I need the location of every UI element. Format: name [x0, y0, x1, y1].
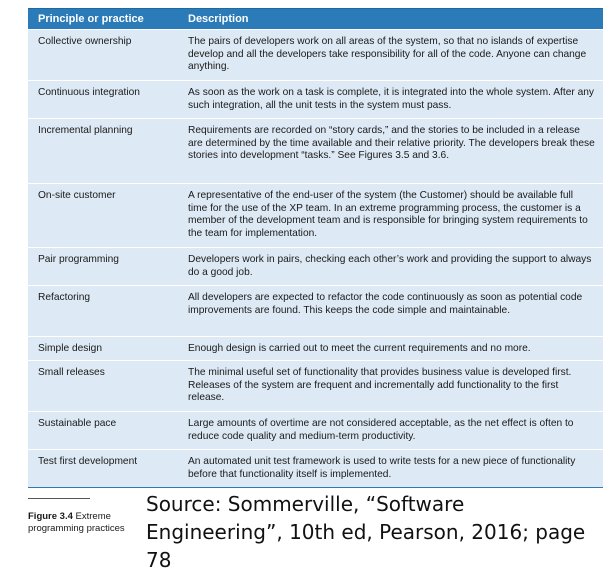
principle-cell: Test first development: [38, 456, 138, 467]
xp-practices-table: Principle or practice Description Collec…: [28, 8, 603, 488]
table-row: Simple design Enough design is carried o…: [28, 336, 603, 360]
table-bottom-rule: [28, 487, 603, 488]
table-row: Pair programming Developers work in pair…: [28, 247, 603, 285]
principle-cell: Continuous integration: [38, 87, 140, 98]
figure-caption: Figure 3.4 Extreme programming practices: [28, 498, 136, 535]
table-row: Refactoring All developers are expected …: [28, 285, 603, 336]
principle-cell: Refactoring: [38, 292, 91, 303]
table-row: Test first development An automated unit…: [28, 449, 603, 487]
table-row: Continuous integration As soon as the wo…: [28, 80, 603, 118]
principle-cell: Pair programming: [38, 254, 119, 265]
description-cell: A representative of the end-user of the …: [188, 190, 588, 239]
description-cell: All developers are expected to refactor …: [188, 292, 583, 316]
description-cell: Enough design is carried out to meet the…: [188, 343, 531, 354]
description-cell: Large amounts of overtime are not consid…: [188, 418, 574, 442]
description-cell: An automated unit test framework is used…: [188, 456, 576, 480]
principle-cell: Incremental planning: [38, 125, 133, 136]
figure-number: Figure 3.4: [28, 511, 73, 522]
table-row: On-site customer A representative of the…: [28, 183, 603, 247]
header-description: Description: [188, 13, 249, 25]
description-cell: As soon as the work on a task is complet…: [188, 87, 595, 111]
principle-cell: Sustainable pace: [38, 418, 117, 429]
table-body: Collective ownership The pairs of develo…: [28, 29, 603, 487]
figure-caption-text: Extreme programming practices: [28, 511, 125, 534]
principle-cell: On-site customer: [38, 190, 116, 201]
table-header: Principle or practice Description: [28, 8, 603, 29]
principle-cell: Collective ownership: [38, 36, 132, 47]
caption-rule: [28, 498, 90, 499]
header-principle: Principle or practice: [38, 13, 144, 25]
table-row: Small releases The minimal useful set of…: [28, 360, 603, 411]
description-cell: Requirements are recorded on “story card…: [188, 125, 595, 162]
principle-cell: Simple design: [38, 343, 102, 354]
principle-cell: Small releases: [38, 367, 105, 378]
table-row: Sustainable pace Large amounts of overti…: [28, 411, 603, 449]
description-cell: The minimal useful set of functionality …: [188, 367, 572, 404]
table-row: Collective ownership The pairs of develo…: [28, 29, 603, 80]
source-citation: Source: Sommerville, “Software Engineeri…: [146, 492, 586, 572]
description-cell: The pairs of developers work on all area…: [188, 36, 587, 73]
table-row: Incremental planning Requirements are re…: [28, 118, 603, 183]
description-cell: Developers work in pairs, checking each …: [188, 254, 592, 278]
